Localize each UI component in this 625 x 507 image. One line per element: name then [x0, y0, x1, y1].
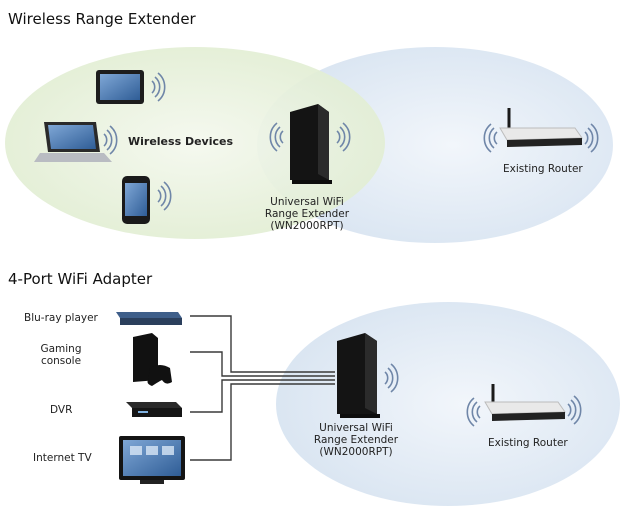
tablet-icon — [96, 70, 166, 104]
extender-label-top-line-1: Universal WiFi — [270, 196, 344, 208]
extender-label-bottom-line-1: Universal WiFi — [319, 422, 393, 434]
router-label-bottom: Existing Router — [488, 437, 568, 449]
device-label-gaming-line-1: Gaming — [40, 343, 82, 355]
laptop-icon — [34, 122, 118, 162]
range-extender-icon — [269, 104, 351, 184]
section-title-range-extender: Wireless Range Extender — [8, 10, 196, 28]
router-icon-adapter — [466, 384, 582, 427]
router-label-top: Existing Router — [503, 163, 583, 175]
extender-label-bottom-line-3: (WN2000RPT) — [319, 446, 393, 458]
device-label-internet-tv: Internet TV — [33, 452, 92, 464]
internet-tv-icon — [119, 436, 185, 484]
dvr-icon — [126, 402, 182, 417]
device-label-gaming-console: Gaming console — [30, 343, 92, 367]
extender-label-bottom: Universal WiFi Range Extender (WN2000RPT… — [311, 422, 401, 458]
range-extender-icon-adapter — [337, 333, 399, 418]
extender-label-bottom-line-2: Range Extender — [313, 434, 399, 446]
extender-label-top-line-2: Range Extender — [264, 208, 350, 220]
device-label-dvr: DVR — [50, 404, 73, 416]
router-icon — [483, 108, 599, 153]
device-label-gaming-line-2: console — [40, 355, 82, 367]
extender-label-top-line-3: (WN2000RPT) — [270, 220, 344, 232]
ethernet-cables — [190, 315, 335, 461]
game-console-icon — [133, 333, 172, 386]
section-title-wifi-adapter: 4-Port WiFi Adapter — [8, 270, 153, 288]
bluray-player-icon — [116, 312, 182, 325]
device-label-bluray: Blu-ray player — [24, 312, 98, 324]
smartphone-icon — [122, 176, 172, 224]
extender-label-top: Universal WiFi Range Extender (WN2000RPT… — [262, 196, 352, 232]
wireless-devices-label: Wireless Devices — [128, 135, 234, 148]
